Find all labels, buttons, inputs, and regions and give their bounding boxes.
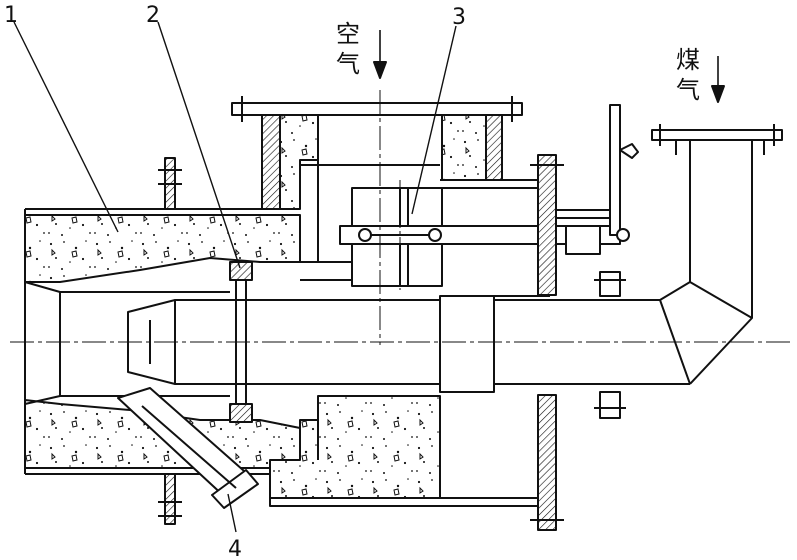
label-air-1: 空: [336, 20, 360, 48]
label-part-1: 1: [4, 3, 18, 28]
label-part-2: 2: [146, 3, 160, 28]
air-flow-arrow: [373, 30, 387, 79]
leader-2: [157, 21, 241, 269]
gas-flow-arrow: [711, 56, 725, 103]
label-gas-1: 煤: [676, 46, 700, 74]
label-part-4: 4: [228, 537, 242, 560]
igniter-tube: [117, 387, 259, 509]
leader-3: [411, 25, 457, 215]
gas-pipe: [439, 124, 783, 393]
label-air-2: 气: [336, 50, 360, 78]
label-gas-2: 气: [676, 76, 700, 104]
air-box: [231, 96, 541, 507]
label-part-3: 3: [452, 5, 466, 30]
leader-4: [227, 493, 237, 533]
leader-1: [13, 21, 119, 233]
